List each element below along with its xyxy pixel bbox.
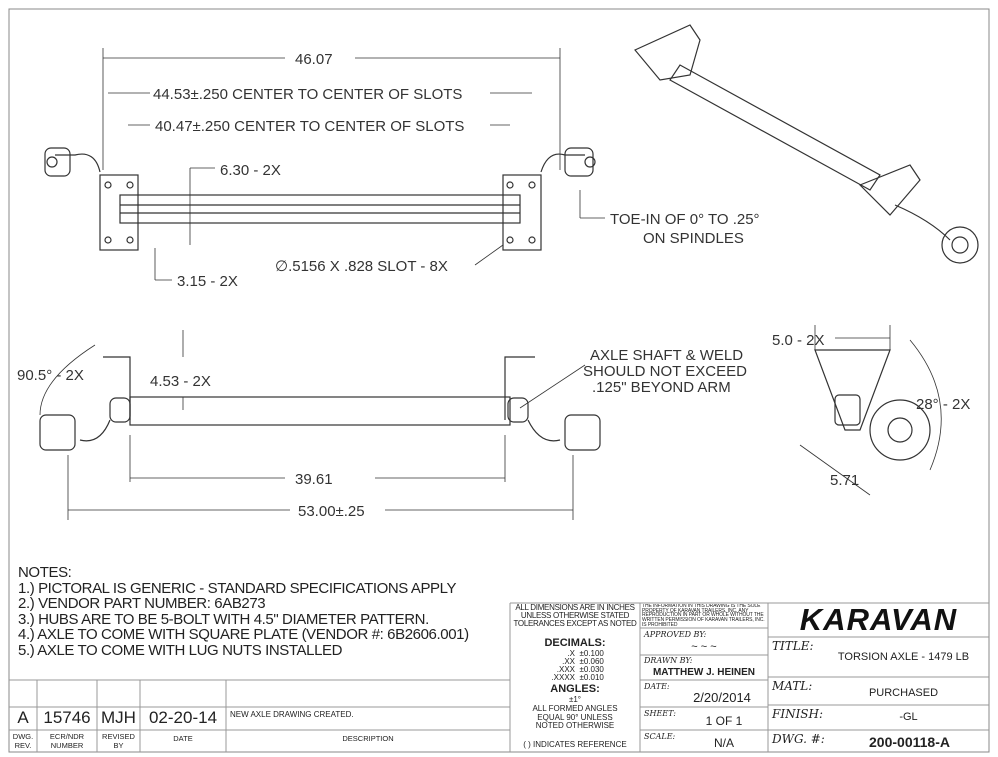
decimal-value: ±0.060 [579,657,604,666]
formed-angles-note: ALL FORMED ANGLES EQUAL 90° UNLESS NOTED… [532,704,618,730]
dim-angle-front: 90.5° - 2X [17,367,84,384]
matl-label: MATL: [772,679,813,693]
ecr-header: ECR/NDR NUMBER [49,732,85,750]
decimal-key: .XX [562,657,575,666]
dwg-number-value: 200-00118-A [869,734,950,750]
title-value: TORSION AXLE - 1479 LB [837,651,970,663]
dim-571: 5.71 [830,472,859,489]
toe-in-note-1: TOE-IN OF 0° TO .25° [610,211,760,228]
rev-description-value: NEW AXLE DRAWING CREATED. [230,710,354,719]
date-value: 2/20/2014 [693,690,751,705]
matl-value: PURCHASED [868,687,939,699]
sheet-cell: SHEET: 1 OF 1 [640,707,768,730]
angles-title: ANGLES: [550,683,600,695]
scale-value: N/A [713,736,734,750]
dim-shaft: 39.61 [295,471,333,488]
date-label: DATE: [644,682,670,691]
dim-50: 5.0 - 2X [772,332,825,349]
rev-date-value: 02-20-14 [148,708,218,727]
toe-in-note-2: ON SPINDLES [643,230,744,247]
weld-note-1: AXLE SHAFT & WELD [590,347,743,364]
finish-cell: FINISH: -GL [768,705,989,730]
decimal-key: .XXX [556,665,575,674]
weld-note-3: .125" BEYOND ARM [592,379,731,396]
rev-header: DWG. REV. [12,732,34,750]
isometric-view [634,24,979,264]
matl-cell: MATL: PURCHASED [768,677,989,705]
dim-453: 4.53 - 2X [150,373,211,390]
proprietary-notice: THE INFORMATION IN THIS DRAWING IS THE S… [642,604,765,628]
dim-315: 3.15 - 2X [177,273,238,290]
revised-by-value: MJH [101,708,136,727]
drawn-cell: DRAWN BY: MATTHEW J. HEINEN [640,655,768,680]
scale-label: SCALE: [644,732,676,741]
sheet-border [8,8,990,753]
sheet-value: 1 OF 1 [705,714,743,728]
decimal-value: ±0.100 [579,649,604,658]
dim-angle-side: 28° - 2X [916,396,970,413]
top-view [44,48,605,281]
sheet-label: SHEET: [644,709,676,718]
dim-overall-front: 53.00±.25 [298,503,365,520]
note-1: 1.) PICTORAL IS GENERIC - STANDARD SPECI… [18,579,457,597]
angles-value: ±1° [568,695,582,704]
notes: NOTES: 1.) PICTORAL IS GENERIC - STANDAR… [18,565,469,658]
dim-slots-inner: 40.47±.250 CENTER TO CENTER OF SLOTS [155,118,464,135]
note-5: 5.) AXLE TO COME WITH LUG NUTS INSTALLED [18,641,343,659]
note-4: 4.) AXLE TO COME WITH SQUARE PLATE (VEND… [18,626,469,643]
side-view [799,325,942,496]
title-cell: TITLE: TORSION AXLE - 1479 LB [768,637,989,677]
drawn-value: MATTHEW J. HEINEN [652,667,756,678]
dim-slots-outer: 44.53±.250 CENTER TO CENTER OF SLOTS [153,86,462,103]
weld-note-2: SHOULD NOT EXCEED [583,363,747,380]
notes-title: NOTES: [18,564,72,581]
description-header: DESCRIPTION [342,734,394,743]
finish-label: FINISH: [772,707,824,721]
ecr-value: 15746 [43,708,91,727]
approved-cell: APPROVED BY: ~ ~ ~ [640,628,768,655]
decimal-key: .X [567,649,575,658]
dim-630: 6.30 - 2X [220,162,281,179]
decimal-key: .XXXX [551,673,575,682]
dwg-number-label: DWG. #: [772,732,825,746]
dim-overall-top: 46.07 [295,51,333,68]
date-cell: DATE: 2/20/2014 [640,680,768,707]
decimal-tolerances: .X ±0.100 .XX ±0.060 .XXX ±0.030 .XXXX ±… [535,650,615,682]
tolerance-header: ALL DIMENSIONS ARE IN INCHES UNLESS OTHE… [513,603,637,628]
approved-value: ~ ~ ~ [691,641,717,653]
note-2: 2.) VENDOR PART NUMBER: 6AB273 [18,595,266,612]
karavan-logo: KARAVAN [799,602,958,637]
revised-by-header: REVISED BY [102,732,135,750]
note-3: 3.) HUBS ARE TO BE 5-BOLT WITH 4.5" DIAM… [18,610,429,628]
decimal-value: ±0.030 [579,665,604,674]
decimals-title: DECIMALS: [544,637,606,649]
reference-note: ( ) INDICATES REFERENCE [523,740,627,749]
drawn-label: DRAWN BY: [644,656,693,665]
approved-label: APPROVED BY: [644,630,707,639]
title-label: TITLE: [772,639,814,653]
finish-value: -GL [899,711,918,723]
dwg-number-cell: DWG. #: 200-00118-A [768,730,989,752]
decimal-value: ±0.010 [579,673,604,682]
dim-slot: ∅.5156 X .828 SLOT - 8X [275,258,448,275]
scale-cell: SCALE: N/A [640,730,768,752]
front-view [39,330,601,520]
rev-value: A [17,708,29,727]
date-header: DATE [173,734,193,743]
